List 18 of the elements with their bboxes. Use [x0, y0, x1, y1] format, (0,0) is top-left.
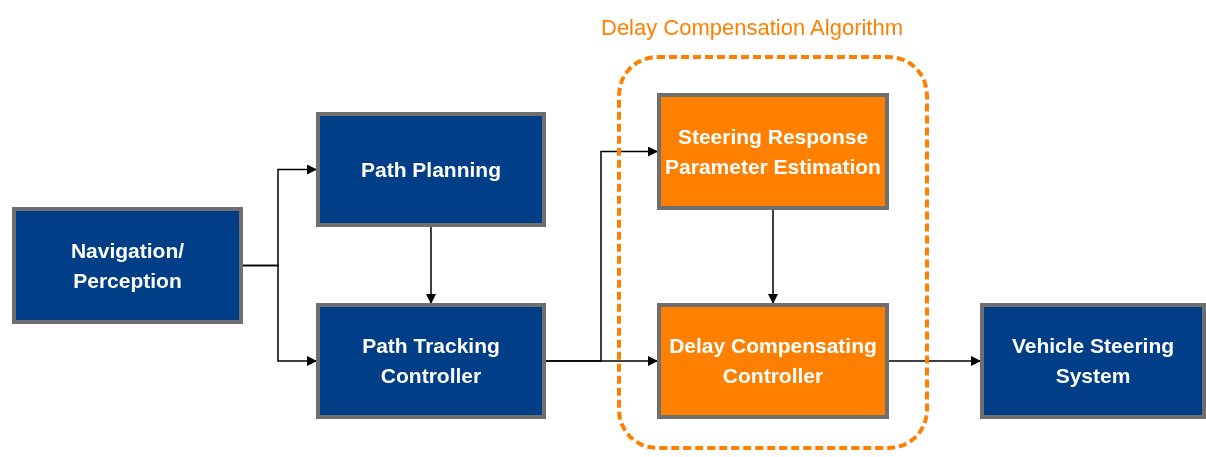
box-label: Path Planning: [361, 156, 501, 183]
arrow: [242, 264, 317, 366]
arrow: [888, 356, 981, 366]
box-label: Steering Response Parameter Estimation: [665, 123, 881, 180]
box-label: Path Tracking Controller: [361, 333, 501, 389]
box-label: Delay Compensating Controller: [668, 333, 878, 389]
process-box: [657, 303, 889, 419]
process-box: [12, 207, 243, 324]
arrow: [768, 209, 778, 304]
box-label: Vehicle Steering System: [1010, 333, 1176, 389]
process-box: [316, 112, 546, 227]
box-label: Navigation/ Perception: [69, 237, 186, 294]
process-box: [657, 93, 889, 210]
process-box: [980, 303, 1206, 419]
group-title: Delay Compensation Algorithm: [601, 14, 904, 42]
process-box: [316, 303, 546, 419]
arrow: [545, 146, 658, 362]
arrow: [426, 226, 436, 304]
